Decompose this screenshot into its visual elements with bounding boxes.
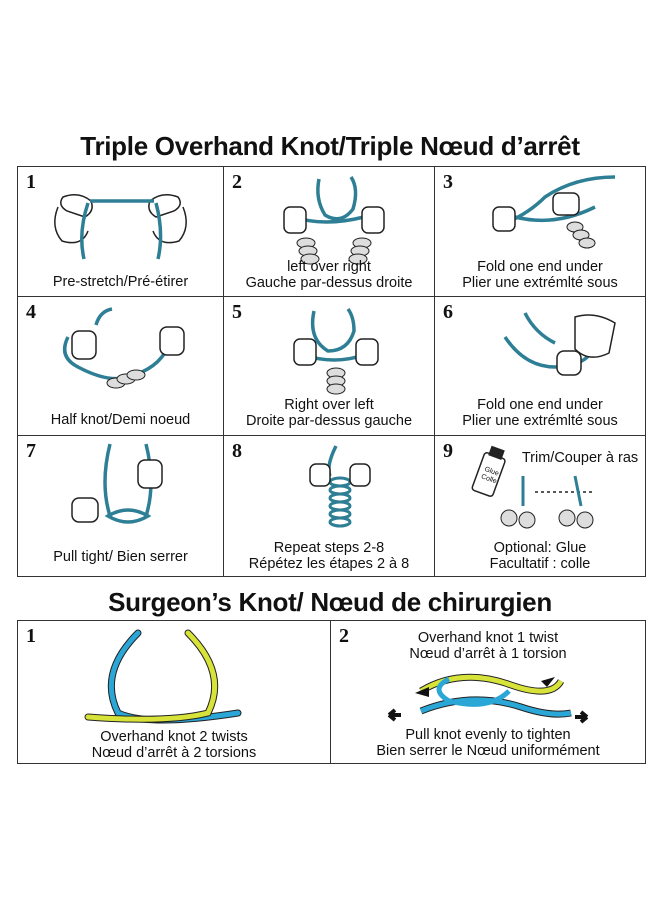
caption-line: Répétez les étapes 2 à 8 bbox=[248, 556, 410, 572]
caption-line: Plier une extrémlté sous bbox=[462, 413, 618, 429]
step-caption: left over right Gauche par-dessus droite bbox=[224, 259, 434, 291]
step-number: 1 bbox=[26, 625, 36, 647]
step-number: 7 bbox=[26, 440, 36, 462]
step-6-cell: 6 Fold one end under Plier une extrémlté… bbox=[435, 297, 645, 436]
half-knot-illustration bbox=[62, 307, 185, 389]
caption-line: Bien serrer le Nœud uniformément bbox=[376, 743, 600, 759]
caption-line: Optional: Glue bbox=[493, 540, 587, 556]
surgeon-1-cell: 1 Overhand knot 2 twists Nœud d’arrêt à … bbox=[18, 621, 331, 763]
caption-line: Gauche par-dessus droite bbox=[245, 275, 413, 291]
step-number: 6 bbox=[443, 301, 453, 323]
caption-line: Droite par-dessus gauche bbox=[245, 413, 413, 429]
caption-line: Pull tight/ Bien serrer bbox=[53, 549, 188, 565]
step-9-cell: 9 Trim/Couper à ras Glue Colle Optional:… bbox=[435, 436, 645, 576]
step-caption: Pre-stretch/Pré-étirer bbox=[18, 274, 223, 290]
fold-under-illustration bbox=[492, 175, 616, 249]
step-number: 5 bbox=[232, 301, 242, 323]
step-number: 4 bbox=[26, 301, 36, 323]
step-caption: Right over left Droite par-dessus gauche bbox=[224, 397, 434, 429]
page-title: Triple Overhand Knot/Triple Nœud d’arrêt bbox=[80, 131, 580, 161]
caption-line: Fold one end under bbox=[477, 397, 603, 413]
pre-stretch-illustration bbox=[54, 194, 187, 260]
step-number: 3 bbox=[443, 171, 453, 193]
step-top-caption: Overhand knot 1 twist Nœud d’arrêt à 1 t… bbox=[331, 630, 645, 662]
caption-line: Repeat steps 2-8 bbox=[273, 540, 385, 556]
overhand-two-twists-illustration bbox=[84, 629, 242, 724]
caption-line: Fold one end under bbox=[477, 259, 603, 275]
step-number: 1 bbox=[26, 171, 36, 193]
triple-overhand-grid: 1 Pre-stretch/Pré-étirer 2 left ov bbox=[17, 166, 646, 577]
step-caption: Half knot/Demi noeud bbox=[18, 412, 223, 428]
step-2-cell: 2 left over right Gauche par-dessus droi… bbox=[224, 167, 435, 297]
step-caption: Repeat steps 2-8 Répétez les étapes 2 à … bbox=[224, 540, 434, 572]
step-number: 2 bbox=[339, 625, 349, 647]
step-caption: Pull knot evenly to tighten Bien serrer … bbox=[331, 727, 645, 759]
caption-line: Overhand knot 2 twists bbox=[100, 729, 248, 745]
pull-tight-illustration bbox=[71, 443, 163, 524]
repeat-steps-illustration bbox=[309, 445, 371, 528]
step-caption: Optional: Glue Facultatif : colle bbox=[435, 540, 645, 572]
glue-trim-illustration bbox=[471, 445, 595, 529]
step-number: 9 bbox=[443, 440, 453, 462]
step-5-cell: 5 Right over left Droite par-dessus gauc… bbox=[224, 297, 435, 436]
step-8-cell: 8 Repeat steps 2-8 Répétez les étapes 2 … bbox=[224, 436, 435, 576]
caption-line: Pull knot evenly to tighten bbox=[405, 727, 571, 743]
caption-line: Nœud d’arrêt à 2 torsions bbox=[91, 745, 257, 761]
right-over-left-illustration bbox=[293, 307, 379, 395]
overhand-one-twist-illustration bbox=[387, 673, 589, 724]
caption-line: Right over left bbox=[284, 397, 374, 413]
step-4-cell: 4 Half knot/Demi noeud bbox=[18, 297, 224, 436]
caption-line: Half knot/Demi noeud bbox=[50, 412, 191, 428]
step-caption: Fold one end under Plier une extrémlté s… bbox=[435, 259, 645, 291]
caption-line: Pre-stretch/Pré-étirer bbox=[52, 274, 189, 290]
surgeons-knot-grid: 1 Overhand knot 2 twists Nœud d’arrêt à … bbox=[17, 620, 646, 764]
caption-line: Facultatif : colle bbox=[489, 556, 591, 572]
step-number: 2 bbox=[232, 171, 242, 193]
caption-line: Nœud d’arrêt à 1 torsion bbox=[409, 646, 567, 662]
step-caption: Overhand knot 2 twists Nœud d’arrêt à 2 … bbox=[18, 729, 330, 761]
caption-line: left over right bbox=[287, 259, 371, 275]
trim-label: Trim/Couper à ras bbox=[521, 450, 639, 466]
step-number: 8 bbox=[232, 440, 242, 462]
step-caption: Fold one end under Plier une extrémlté s… bbox=[435, 397, 645, 429]
fold-under-again-illustration bbox=[503, 312, 616, 376]
step-3-cell: 3 Fold one end under Plier une extrémlté… bbox=[435, 167, 645, 297]
step-caption: Pull tight/ Bien serrer bbox=[18, 549, 223, 565]
left-over-right-illustration bbox=[283, 176, 385, 265]
caption-line: Plier une extrémlté sous bbox=[462, 275, 618, 291]
step-7-cell: 7 Pull tight/ Bien serrer bbox=[18, 436, 224, 576]
caption-line: Overhand knot 1 twist bbox=[417, 630, 559, 646]
section-title: Surgeon’s Knot/ Nœud de chirurgien bbox=[108, 587, 552, 617]
surgeon-2-cell: 2 Overhand knot 1 twist Nœud d’arrêt à 1… bbox=[331, 621, 645, 763]
step-1-cell: 1 Pre-stretch/Pré-étirer bbox=[18, 167, 224, 297]
